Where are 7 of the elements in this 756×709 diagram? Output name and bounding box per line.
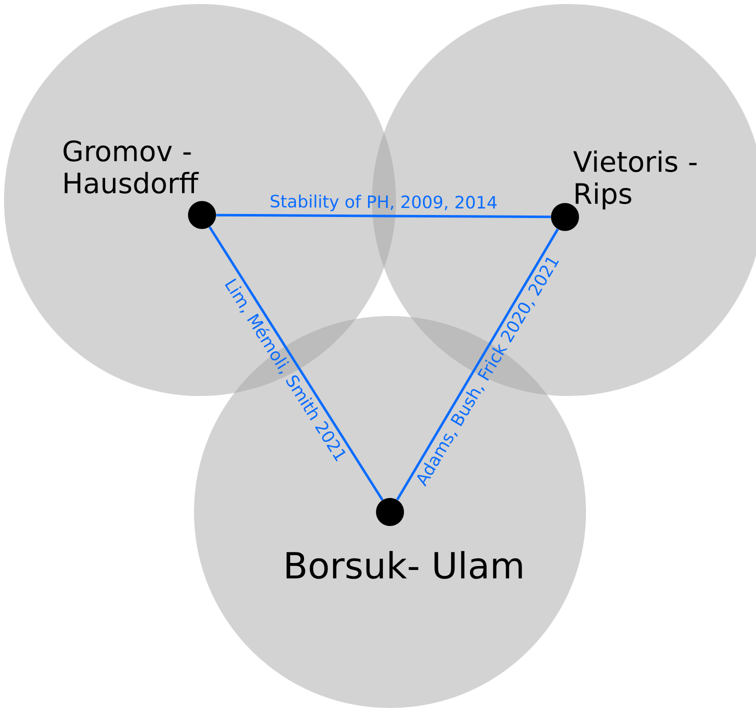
dot — [188, 201, 216, 229]
dot — [376, 498, 404, 526]
node-label: Borsuk- Ulam — [286, 551, 522, 579]
connector-line — [396, 228, 559, 500]
connector-line — [216, 214, 551, 218]
connector-line — [208, 226, 384, 501]
edge-label: Stability of PH, 2009, 2014 — [270, 194, 497, 212]
